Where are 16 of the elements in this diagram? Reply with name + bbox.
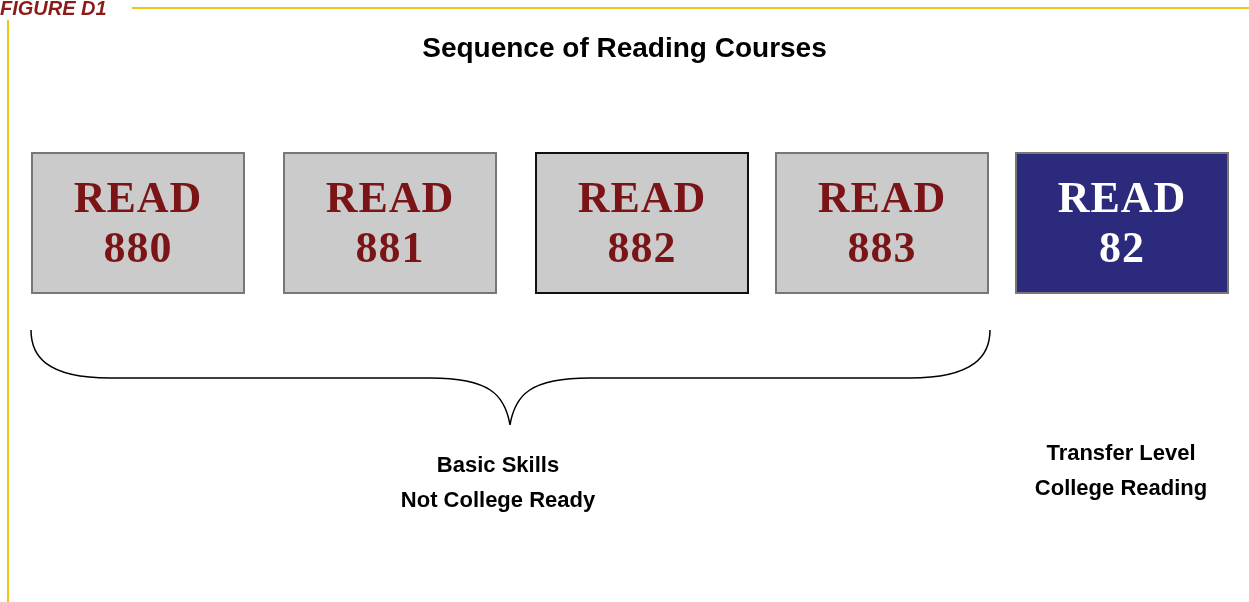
course-box <box>535 152 749 294</box>
course-label: READ 881 <box>325 173 455 273</box>
course-label: READ 82 <box>1057 173 1187 273</box>
title: Sequence of Reading Courses <box>421 32 828 64</box>
course-label: READ 882 <box>577 173 707 273</box>
group-label: Basic Skills <box>436 452 560 478</box>
course-box <box>775 152 989 294</box>
course-label: READ 880 <box>73 173 203 273</box>
group-label: College Reading <box>1034 475 1208 501</box>
course-label: READ 883 <box>817 173 947 273</box>
course-box <box>31 152 245 294</box>
group-label: Not College Ready <box>400 487 596 513</box>
course-box <box>1015 152 1229 294</box>
group-label: Transfer Level <box>1046 440 1196 466</box>
course-box <box>283 152 497 294</box>
figure-label: FIGURE D1 <box>0 0 107 20</box>
